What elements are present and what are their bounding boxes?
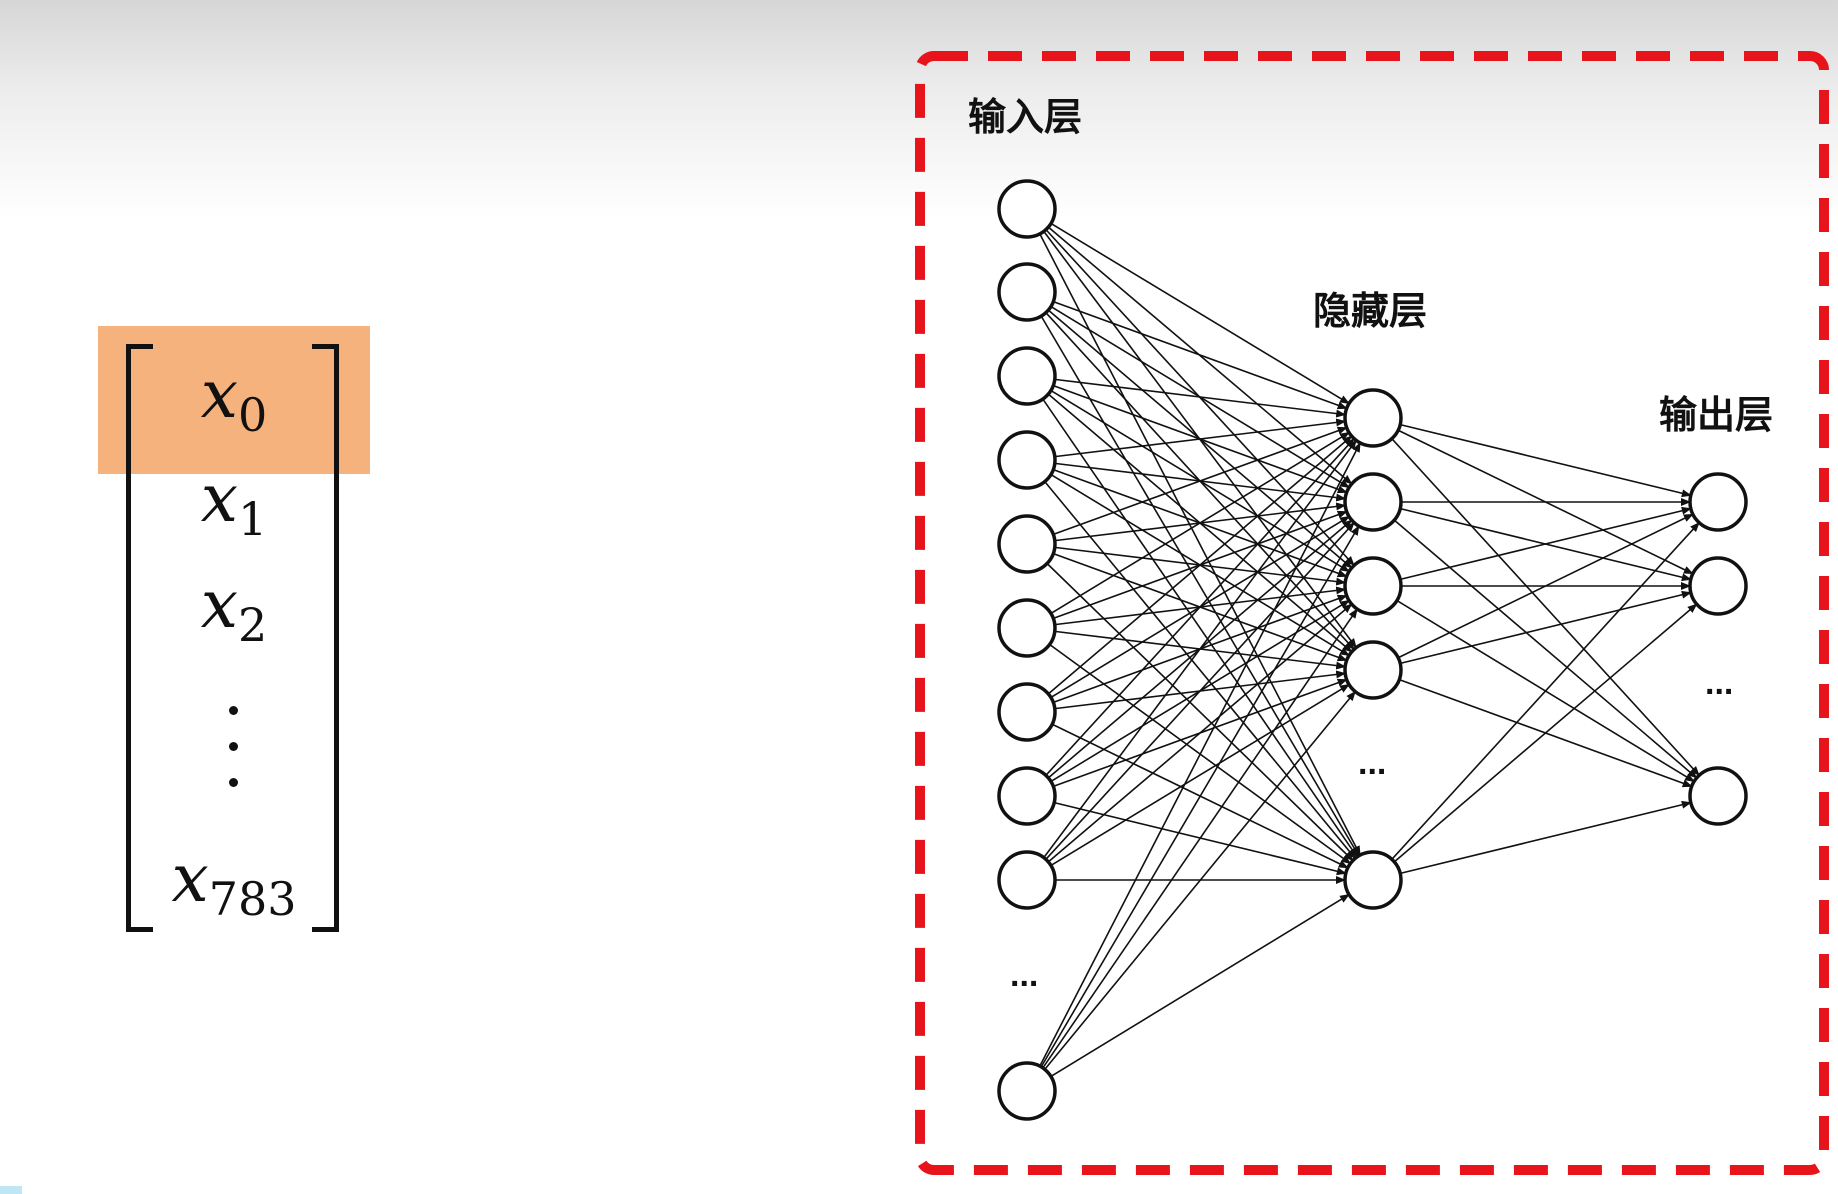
input-node-0 [997,179,1057,239]
edge-input-8-hidden-2 [1047,603,1353,863]
edge-input-3-hidden-4 [1044,481,1356,860]
edge-hidden-1-output-2 [1393,519,1698,779]
edge-input-7-hidden-0 [1045,437,1355,776]
edge-input-9-hidden-4 [1050,893,1350,1078]
input-node-1 [997,262,1057,322]
corner-mark [0,1186,22,1194]
edge-input-9-hidden-2 [1042,608,1358,1069]
input-node-5 [997,598,1057,658]
input-node-2 [997,346,1057,406]
hidden-node-2 [1343,556,1403,616]
edge-hidden-4-output-1 [1393,603,1698,863]
edge-hidden-4-output-0 [1391,521,1700,860]
edge-input-6-hidden-0 [1047,435,1353,695]
edge-hidden-3-output-1 [1400,590,1692,665]
input-node-9 [997,1061,1057,1121]
output-ellipsis: ... [1705,664,1733,702]
edge-input-4-hidden-0 [1053,426,1348,536]
hidden-ellipsis: ... [1358,744,1386,782]
edge-hidden-3-output-0 [1397,513,1694,659]
hidden-node-1 [1343,472,1403,532]
output-layer-label: 输出层 [1659,395,1773,437]
edge-hidden-2-output-0 [1400,506,1692,581]
edge-input-8-hidden-1 [1045,521,1355,860]
edge-input-9-hidden-0 [1039,442,1361,1067]
hidden-node-0 [1343,388,1403,448]
input-node-3 [997,430,1057,490]
network-nodes [997,179,1748,1121]
input-node-4 [997,514,1057,574]
edge-input-2-hidden-4 [1042,398,1358,858]
left-bracket [126,344,153,932]
edge-input-9-hidden-1 [1040,525,1360,1068]
edge-input-3-hidden-0 [1054,418,1347,458]
edge-input-8-hidden-0 [1043,439,1357,859]
edge-input-5-hidden-0 [1050,431,1350,615]
output-node-1 [1688,556,1748,616]
edge-input-0-hidden-0 [1050,222,1350,405]
edge-input-9-hidden-3 [1044,690,1356,1070]
output-node-2 [1688,766,1748,826]
vertical-dots [226,706,240,796]
output-node-0 [1688,472,1748,532]
hidden-node-4 [1343,850,1403,910]
edge-input-8-hidden-3 [1050,683,1350,867]
edge-hidden-0-output-0 [1400,423,1692,498]
hidden-node-3 [1343,640,1403,700]
input-node-7 [997,766,1057,826]
input-vector: x0 x1 x2 x783 [98,326,373,936]
vector-entry-x783: x783 [171,840,297,926]
edge-input-1-hidden-0 [1053,300,1348,410]
vector-entry-x1: x1 [200,460,268,546]
input-node-6 [997,682,1057,742]
input-node-8 [997,850,1057,910]
edge-input-4-hidden-4 [1046,562,1354,862]
edge-input-2-hidden-0 [1054,378,1347,418]
input-ellipsis: ... [1010,956,1038,994]
vector-entry-x0: x0 [200,356,268,442]
input-layer-label: 输入层 [968,97,1082,139]
vector-entry-x2: x2 [200,566,268,652]
highlighted-entry [98,326,370,474]
edge-input-1-hidden-4 [1040,315,1360,857]
edge-hidden-4-output-2 [1400,800,1692,875]
connection-edges [1039,222,1700,1078]
hidden-layer-label: 隐藏层 [1313,291,1427,333]
right-bracket [312,344,339,932]
edge-hidden-0-output-2 [1391,438,1700,777]
network-frame [915,51,1829,1175]
